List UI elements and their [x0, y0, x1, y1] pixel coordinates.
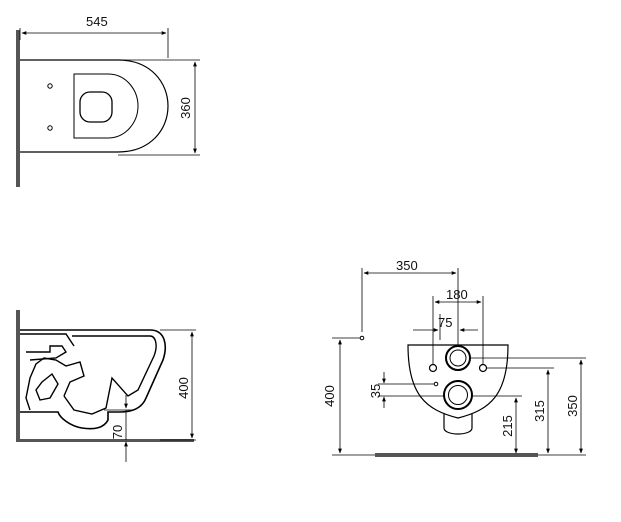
- top-view: 545 360: [16, 14, 200, 187]
- rear-view-foot: [443, 414, 473, 435]
- dim-label-180: 180: [446, 287, 468, 302]
- dim-label-315: 315: [532, 400, 547, 422]
- top-view-seat-outline: [73, 73, 139, 139]
- rear-view-floor: [375, 453, 538, 457]
- dim-label-35: 35: [368, 384, 383, 398]
- side-view-trapway-inner: [35, 372, 59, 401]
- top-view-wall: [16, 30, 20, 187]
- dim-label-545: 545: [86, 14, 108, 29]
- side-view-outer-shell: [20, 329, 166, 430]
- rear-view-bolt-hole: [478, 363, 488, 373]
- dim-label-70: 70: [110, 425, 125, 439]
- rear-view: 350 180 75 400 35 215 315 350: [322, 258, 586, 457]
- dim-label-350-horizontal: 350: [396, 258, 418, 273]
- dim-label-215: 215: [500, 415, 515, 437]
- side-view-inner-bowl: [63, 335, 157, 415]
- top-view-bowl-outline: [20, 59, 169, 153]
- side-view-inlet: [26, 345, 67, 361]
- top-view-bolt-hole: [47, 125, 53, 131]
- rear-view-small-hole: [433, 381, 439, 387]
- rear-view-bowl-outline: [407, 344, 509, 419]
- rear-view-inlet-inner: [449, 349, 467, 367]
- rear-view-outlet-outer: [443, 380, 473, 410]
- top-view-rim-opening: [79, 91, 113, 123]
- side-view-rim: [20, 333, 75, 347]
- dim-label-350-vertical: 350: [565, 395, 580, 417]
- dim-label-400-rear: 400: [322, 385, 337, 407]
- dim-label-75: 75: [438, 315, 452, 330]
- dim-label-360: 360: [178, 97, 193, 119]
- side-view-floor: [16, 439, 194, 442]
- dim-label-400-side: 400: [176, 377, 191, 399]
- rear-view-outlet-inner: [448, 385, 468, 405]
- side-view-wall: [16, 310, 20, 441]
- side-view: 400 70: [16, 310, 196, 462]
- rear-view-bolt-hole: [428, 363, 438, 373]
- rear-view-reference-point: [359, 335, 365, 341]
- top-view-bolt-hole: [47, 83, 53, 89]
- side-view-trapway: [25, 357, 85, 411]
